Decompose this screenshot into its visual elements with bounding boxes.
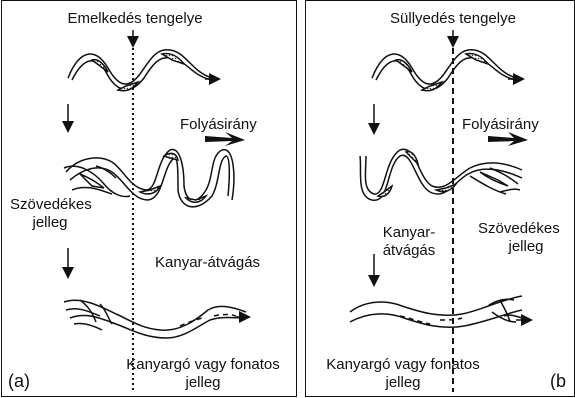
bottom-label-a-line1: Kanyargó vagy fonatos [110, 356, 296, 374]
meander-river-top-a [68, 50, 218, 91]
braided-label-b-line1: Szövedékes [478, 220, 574, 238]
bottom-label-b-line2: jelleg [308, 374, 498, 392]
panel-letter-a: (a) [8, 372, 38, 390]
subsidence-axis-label: Süllyedés tengelye [378, 10, 528, 28]
panel-letter-b: (b [550, 372, 574, 390]
braided-river-bottom-a [64, 300, 248, 338]
flow-arrow-a [205, 132, 245, 146]
braided-label-a-line2: jelleg [10, 214, 90, 232]
flow-arrow-b [488, 132, 528, 146]
cutoff-label-b-line1: Kanyar- [374, 224, 444, 242]
bottom-label-b-line1: Kanyargó vagy fonatos [308, 356, 498, 374]
braided-label-a-line1: Szövedékes [10, 196, 100, 214]
meander-braided-river-b [360, 149, 522, 200]
flow-direction-label-b: Folyásirány [462, 116, 562, 134]
uplift-axis-label: Emelkedés tengelye [60, 10, 210, 28]
cutoff-label-a: Kanyar-átvágás [155, 254, 285, 272]
meander-river-top-b [372, 50, 522, 91]
braided-label-b-line2: jelleg [478, 238, 574, 256]
braided-river-bottom-b [350, 296, 530, 327]
cutoff-label-b-line2: átvágás [374, 242, 444, 260]
flow-direction-label-a: Folyásirány [180, 116, 280, 134]
bottom-label-a-line2: jelleg [110, 374, 296, 392]
